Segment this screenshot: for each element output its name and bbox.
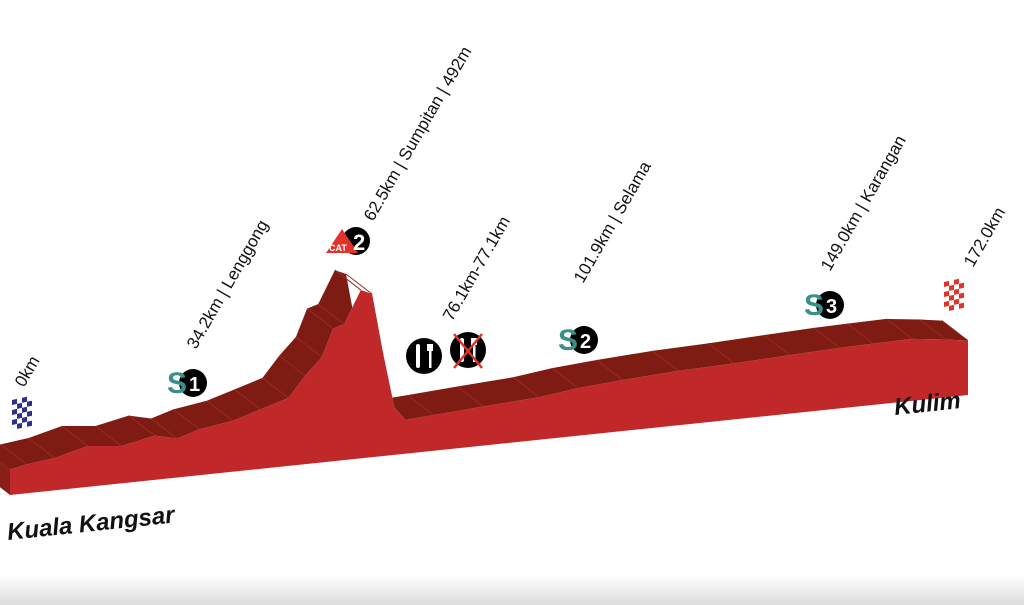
svg-text:S: S xyxy=(804,289,824,322)
profile-ridge xyxy=(551,367,579,389)
profile-ridge xyxy=(28,437,55,459)
profile-ridge xyxy=(295,336,323,358)
start-flag-icon xyxy=(12,396,32,429)
profile-ridge xyxy=(406,394,434,416)
profile-ridge xyxy=(512,376,540,398)
svg-text:S: S xyxy=(558,324,578,357)
profile-ridge xyxy=(707,342,735,364)
profile-ridge xyxy=(150,418,178,439)
profile-ridge xyxy=(334,269,362,291)
profile-ridge xyxy=(306,308,334,330)
svg-text:CAT: CAT xyxy=(329,243,347,253)
profile-ridge xyxy=(941,320,969,341)
profile-start-face xyxy=(0,461,10,495)
label-start: 0km xyxy=(11,353,44,390)
profile-ridge xyxy=(813,327,841,349)
profile-ridge xyxy=(317,303,345,325)
profile-ridge xyxy=(596,359,623,381)
label-s1: 34.2km | Lenggong xyxy=(183,217,272,352)
profile-front-face xyxy=(10,290,968,495)
profile-ridge xyxy=(763,334,791,356)
profile-ridge xyxy=(0,461,11,470)
profile-ridge xyxy=(0,443,28,465)
profile-ridge xyxy=(345,273,373,295)
bottom-shadow xyxy=(0,575,1024,605)
profile-ridge xyxy=(847,323,874,345)
profile-ridge xyxy=(919,319,947,340)
profile-ridge xyxy=(262,377,289,399)
feed-zone-icon xyxy=(406,338,442,374)
svg-text:2: 2 xyxy=(353,230,365,255)
svg-text:2: 2 xyxy=(580,331,591,353)
profile-ridge xyxy=(61,425,89,447)
profile-ridge xyxy=(278,355,306,377)
sprint-1-icon: S 1 xyxy=(167,367,207,400)
sprint-3-icon: S 3 xyxy=(804,289,844,322)
profile-ridge xyxy=(457,386,484,407)
start-town: Kuala Kangsar xyxy=(6,501,178,546)
svg-text:1: 1 xyxy=(189,374,200,396)
svg-text:S: S xyxy=(167,367,187,400)
profile-ridge xyxy=(173,408,200,430)
feed-zone-end-icon xyxy=(450,332,486,369)
profile-ridge xyxy=(885,318,913,340)
label-s3: 149.0km | Karangan xyxy=(817,132,910,274)
label-s2: 101.9km | Selama xyxy=(570,158,655,286)
profile-ridge xyxy=(128,415,156,437)
profile-ridge xyxy=(652,350,679,372)
label-kom: 62.5km | Sumpitan | 492m xyxy=(360,43,475,224)
sprint-2-icon: S 2 xyxy=(558,324,598,357)
profile-ridge xyxy=(95,425,122,447)
label-feed: 76.1km-77.1km xyxy=(439,213,514,324)
svg-text:3: 3 xyxy=(826,296,837,318)
label-finish: 172.0km xyxy=(960,204,1009,270)
cat-2-climb-icon: CAT 2 xyxy=(326,227,370,255)
finish-town: Kulim xyxy=(893,387,962,421)
finish-flag-icon xyxy=(944,278,964,311)
profile-ridge xyxy=(234,388,261,410)
profile-ridge xyxy=(206,400,234,422)
